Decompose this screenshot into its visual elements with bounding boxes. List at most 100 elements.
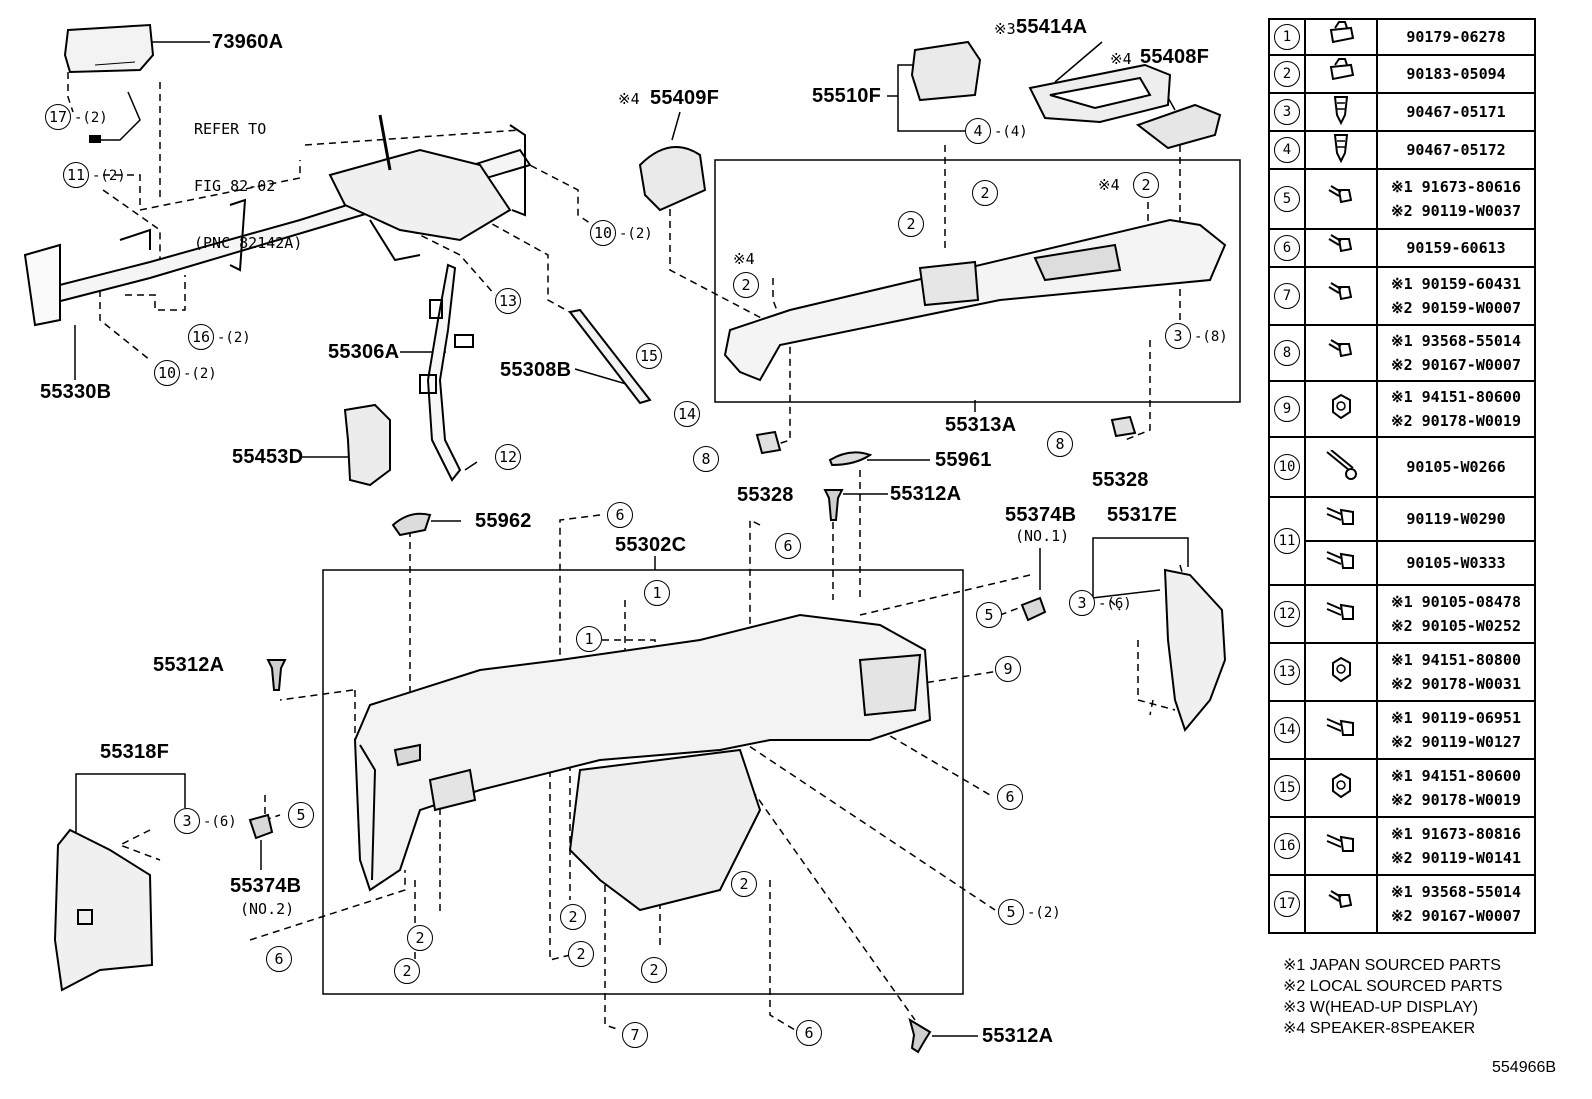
legend-part-number: ※2 90178-W0031 xyxy=(1391,675,1521,693)
reinforcement-beam-part xyxy=(23,114,532,327)
legend-row-14: 14※1 90119-06951※2 90119-W0127 xyxy=(1268,700,1536,760)
legend-part-number-cell: ※1 93568-55014 ※2 90167-W0007 xyxy=(1376,874,1536,934)
part-label-55414A: 55414A xyxy=(1016,16,1088,38)
callout-2: 2 xyxy=(898,211,924,237)
mark-4: ※4 xyxy=(1110,50,1132,68)
legend-part-number: ※2 90167-W0007 xyxy=(1391,356,1521,374)
legend-row-6: 6 90159-60613 xyxy=(1268,228,1536,268)
legend-part-number-cell: 90179-06278 xyxy=(1376,18,1536,56)
part-label-73960A: 73960A xyxy=(212,31,284,53)
legend-row-15: 15※1 94151-80600※2 90178-W0019 xyxy=(1268,758,1536,818)
brace-rod-part xyxy=(568,308,652,405)
bolt-icon xyxy=(1304,700,1378,760)
legend-part-number: 90467-05172 xyxy=(1406,141,1506,159)
legend-part-number: ※2 90105-W0252 xyxy=(1391,617,1521,635)
part-label-55312A: 55312A xyxy=(153,654,225,676)
callout-13: 13 xyxy=(495,288,521,314)
legend-num-cell: 3 xyxy=(1268,92,1306,132)
legend-part-number-cell: 90159-60613 xyxy=(1376,228,1536,268)
part-label-55330B: 55330B xyxy=(40,381,112,403)
legend-number: 8 xyxy=(1274,340,1300,366)
legend-number: 15 xyxy=(1274,775,1300,801)
legend-num-cell: 13 xyxy=(1268,642,1306,702)
diagram-id: 554966B xyxy=(1492,1059,1557,1076)
no2-label: (NO.2) xyxy=(240,900,295,918)
qty-3: -(8) xyxy=(1194,329,1228,345)
legend-number: 4 xyxy=(1274,137,1300,163)
legend-row-9: 9 ※1 94151-80600※2 90178-W0019 xyxy=(1268,380,1536,438)
legend-part-number: 90179-06278 xyxy=(1406,28,1506,46)
legend-part-number-cell: 90467-05171 xyxy=(1376,92,1536,132)
mark-4: ※4 xyxy=(1098,176,1120,194)
hud-bezel-part xyxy=(1028,63,1172,124)
part-label-55328: 55328 xyxy=(737,484,794,506)
legend-part-number: 90105-W0266 xyxy=(1406,458,1506,476)
bolt-long-icon xyxy=(1304,436,1378,498)
callout-2: 2 xyxy=(641,957,667,983)
nut-icon xyxy=(1304,758,1378,818)
callout-17: 17 xyxy=(45,104,71,130)
callout-12: 12 xyxy=(495,444,521,470)
callout-6: 6 xyxy=(775,533,801,559)
callout-5: 5 xyxy=(288,802,314,828)
legend-num-cell: 12 xyxy=(1268,584,1306,644)
screw-icon xyxy=(1304,266,1378,326)
legend-part-number: 90183-05094 xyxy=(1406,65,1506,83)
qty-11: -(2) xyxy=(92,168,126,184)
part-label-55409F: 55409F xyxy=(650,87,720,109)
legend-number: 16 xyxy=(1274,833,1300,859)
footnote-2: ※2 LOCAL SOURCED PARTS xyxy=(1283,978,1503,995)
callout-2: 2 xyxy=(731,871,757,897)
callout-3: 3 xyxy=(174,808,200,834)
legend-row-5: 5※1 91673-80616※2 90119-W0037 xyxy=(1268,168,1536,230)
screw-part xyxy=(266,489,932,1054)
legend-number: 1 xyxy=(1274,24,1300,50)
legend-number: 11 xyxy=(1274,528,1300,554)
legend-num-cell: 2 xyxy=(1268,54,1306,94)
speaker-grille-part xyxy=(638,146,707,212)
part-label-55961: 55961 xyxy=(935,449,992,471)
legend-row-4: 4 90467-05172 xyxy=(1268,130,1536,170)
bracket-small-part xyxy=(248,596,1047,840)
speaker-grille-part-2 xyxy=(1135,103,1222,150)
legend-part-number: 90159-60613 xyxy=(1406,239,1506,257)
legend-num-cell: 9 xyxy=(1268,380,1306,438)
bolt-icon xyxy=(1304,496,1378,542)
callout-3: 3 xyxy=(1069,590,1095,616)
legend-number: 12 xyxy=(1274,601,1300,627)
part-label-55318F: 55318F xyxy=(100,741,170,763)
callout-16: 16 xyxy=(188,324,214,350)
legend-row-11-b: 90105-W0333 xyxy=(1269,540,1536,586)
legend-part-number: ※1 93568-55014 xyxy=(1391,883,1521,901)
callout-10: 10 xyxy=(154,360,180,386)
legend-part-number: ※2 90159-W0007 xyxy=(1391,299,1521,317)
callout-2: 2 xyxy=(733,272,759,298)
nut-icon xyxy=(1304,642,1378,702)
callout-14: 14 xyxy=(674,401,700,427)
legend-part-number: ※1 91673-80816 xyxy=(1391,825,1521,843)
fastener-legend-table: 1 90179-06278 2 90183-05094 3 90467-05171 4 904… xyxy=(1268,18,1536,934)
brace-part xyxy=(419,263,474,482)
part-label-55328: 55328 xyxy=(1092,469,1149,491)
bolt-icon xyxy=(1304,584,1378,644)
legend-number: 13 xyxy=(1274,659,1300,685)
legend-part-number: ※2 90119-W0037 xyxy=(1391,202,1521,220)
legend-part-number-cell: 90105-W0266 xyxy=(1376,436,1536,498)
part-label-55306A: 55306A xyxy=(328,341,400,363)
legend-part-number: ※1 91673-80616 xyxy=(1391,178,1521,196)
legend-part-number: ※2 90178-W0019 xyxy=(1391,412,1521,430)
qty-3: -(6) xyxy=(203,814,237,830)
qty-16: -(2) xyxy=(217,330,251,346)
screw-icon xyxy=(1304,168,1378,230)
callout-1: 1 xyxy=(576,626,602,652)
legend-part-number: ※2 90119-W0141 xyxy=(1391,849,1521,867)
part-label-55962: 55962 xyxy=(475,510,532,532)
legend-number: 6 xyxy=(1274,235,1300,261)
legend-part-number-cell: ※1 94151-80600※2 90178-W0019 xyxy=(1376,380,1536,438)
legend-part-number: ※2 90167-W0007 xyxy=(1391,907,1521,925)
callout-11: 11 xyxy=(63,162,89,188)
cover-part xyxy=(910,40,982,102)
refer-note: REFER TO FIG 82-02 (PNC 82142A) xyxy=(194,82,302,272)
legend-body: 1 90179-06278 2 90183-05094 3 90467-05171 4 904… xyxy=(1268,18,1536,934)
